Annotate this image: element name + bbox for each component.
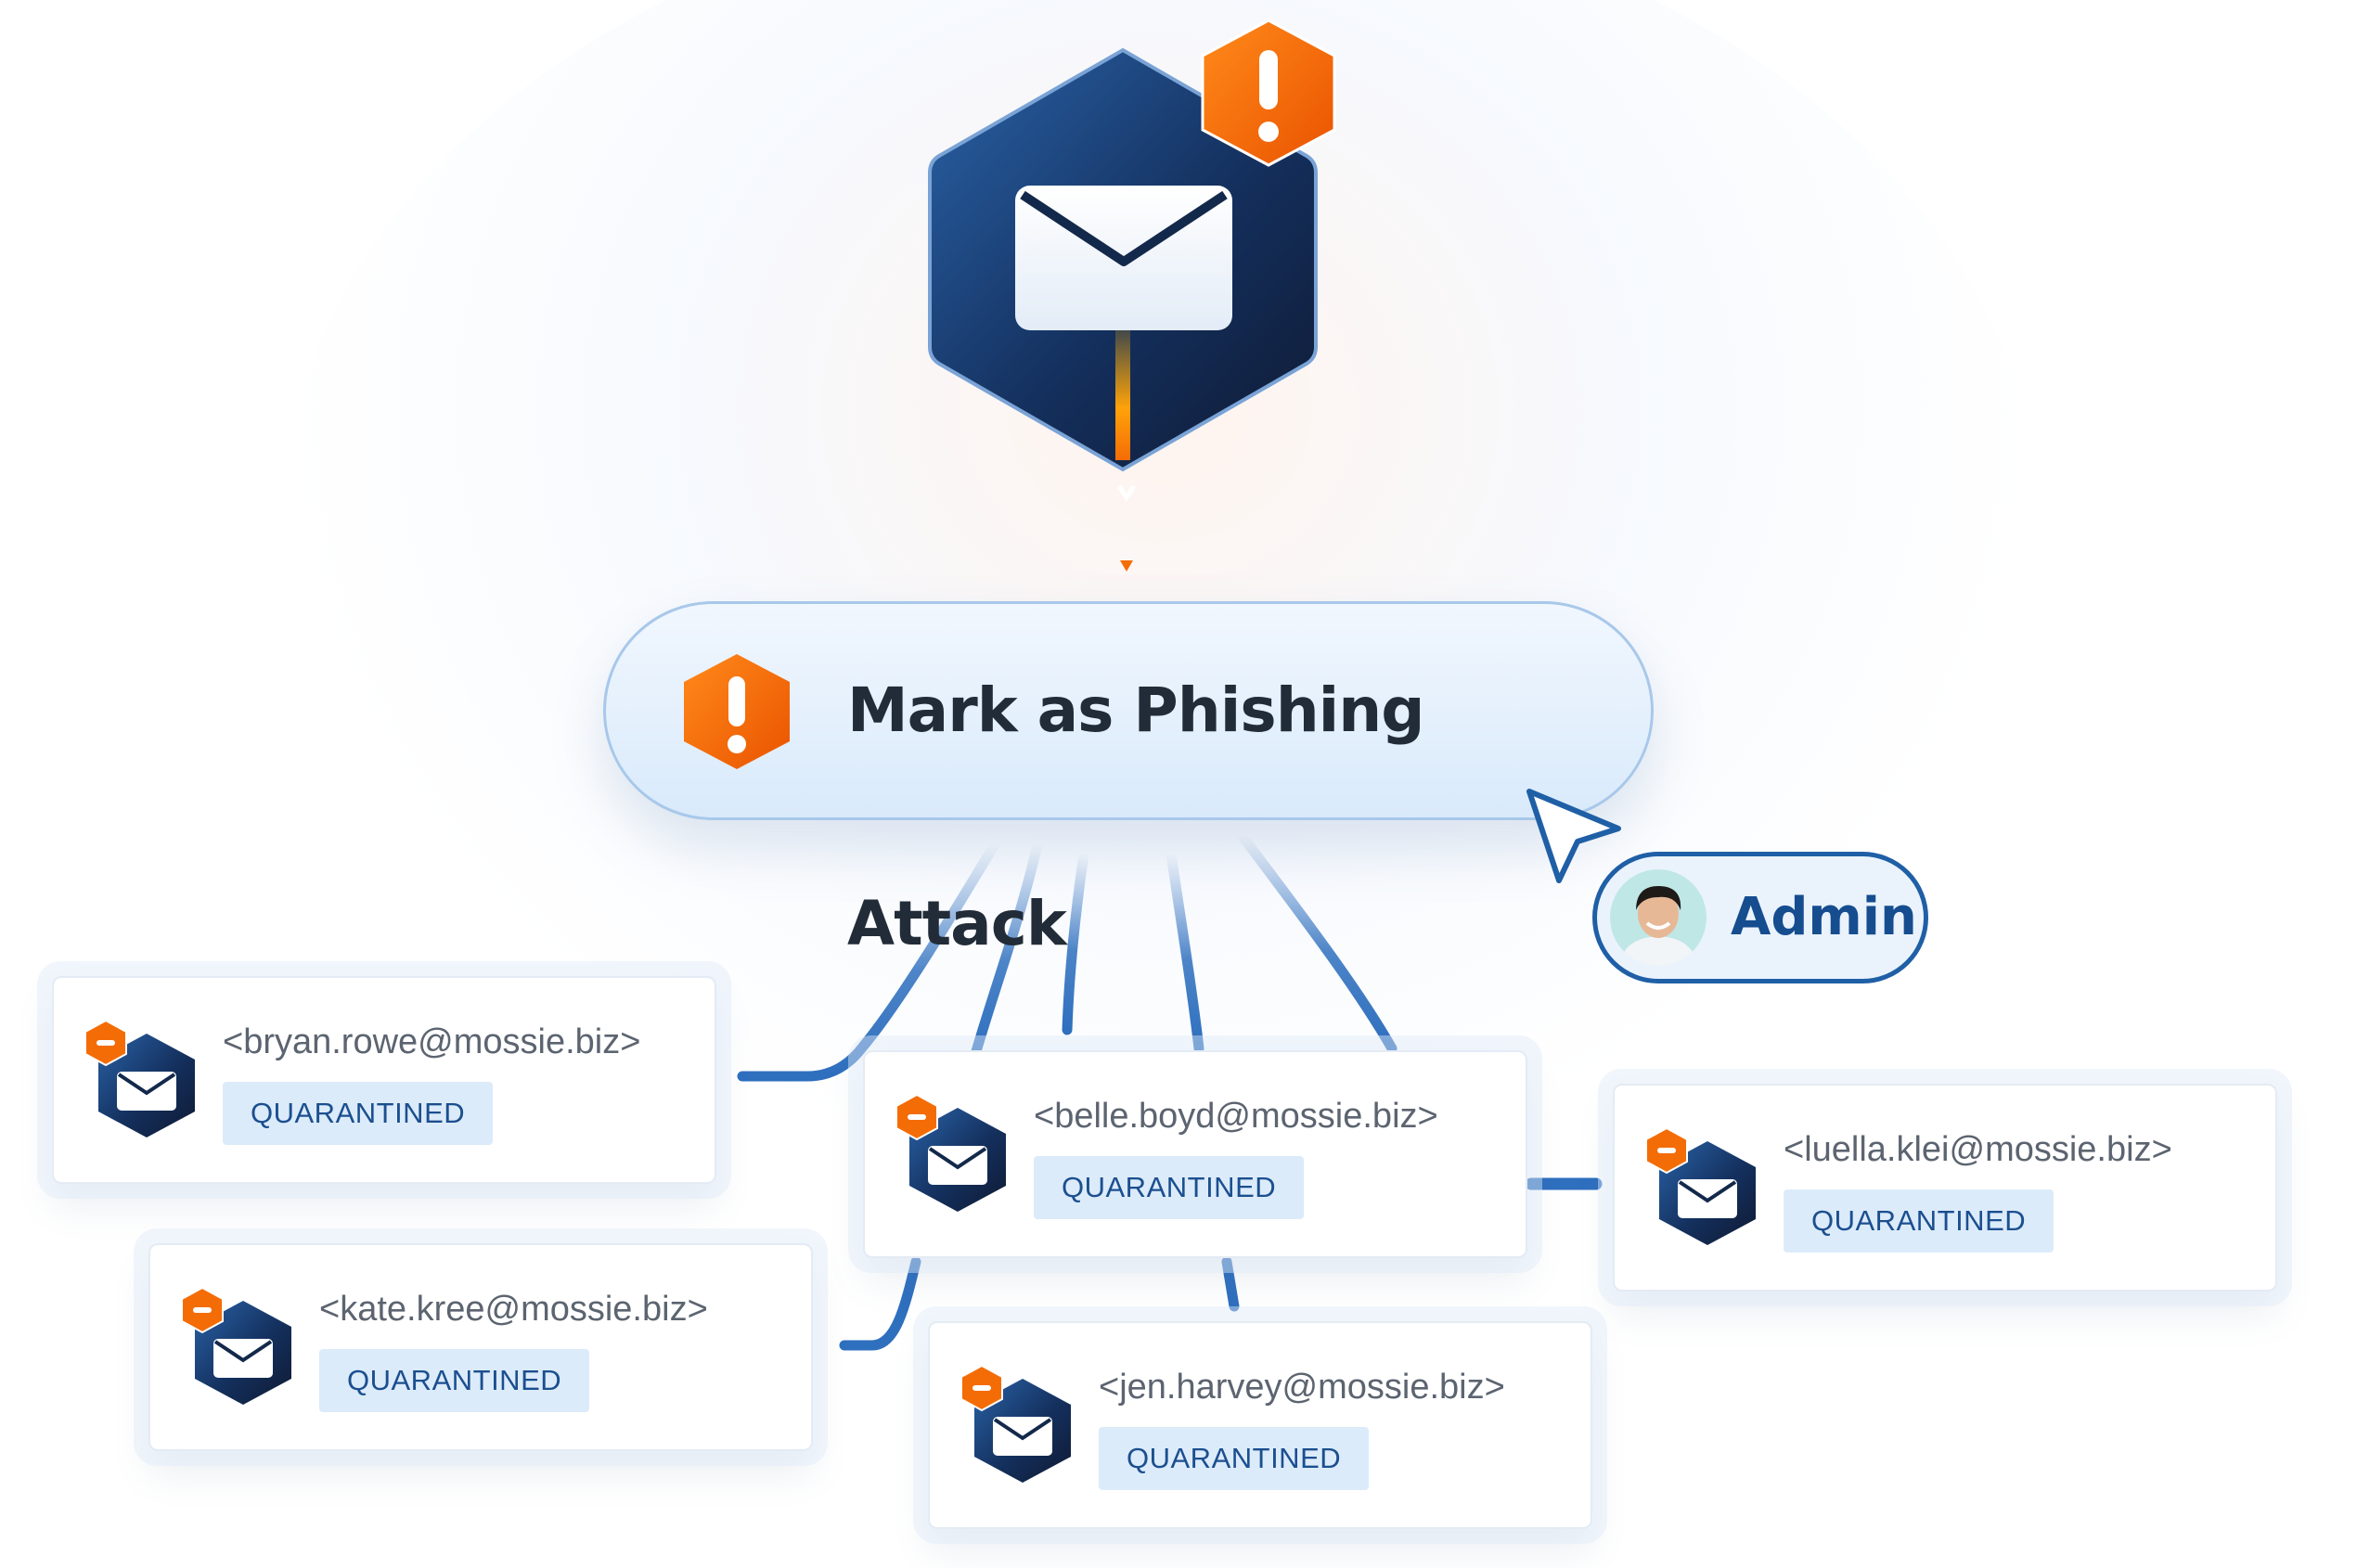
link-belle-kate (839, 1256, 921, 1351)
link-belle-jen (1221, 1256, 1240, 1312)
fan-line-3 (1062, 848, 1089, 1035)
envelope-hex-icon (928, 47, 1318, 472)
minus-badge-icon (895, 1095, 938, 1141)
envelope-icon (84, 1021, 195, 1137)
email-address: <luella.klei@mossie.biz> (1784, 1130, 2172, 1169)
status-badge: QUARANTINED (1099, 1427, 1370, 1490)
email-card[interactable]: <luella.klei@mossie.biz> QUARANTINED (1613, 1084, 2277, 1292)
minus-badge-icon (960, 1366, 1003, 1412)
admin-chip[interactable]: Admin (1592, 852, 1928, 983)
status-badge: QUARANTINED (319, 1349, 590, 1412)
alert-icon (1201, 19, 1336, 167)
email-card[interactable]: <belle.boyd@mossie.biz> QUARANTINED (863, 1050, 1527, 1258)
envelope-icon (895, 1095, 1006, 1212)
envelope-icon (960, 1366, 1071, 1483)
envelope-icon (181, 1288, 291, 1405)
admin-label: Admin (1731, 887, 1917, 947)
fan-line-5 (1236, 829, 1398, 1054)
envelope-icon (1015, 186, 1232, 330)
avatar (1610, 869, 1707, 966)
minus-badge-icon (1645, 1128, 1688, 1175)
email-address: <kate.kree@mossie.biz> (319, 1290, 708, 1329)
email-address: <belle.boyd@mossie.biz> (1034, 1097, 1438, 1136)
mark-phishing-button[interactable]: Mark as Phishing Attack (603, 601, 1654, 959)
alert-icon (684, 654, 790, 769)
action-label: Mark as Phishing Attack (847, 675, 1425, 959)
status-badge: QUARANTINED (223, 1082, 494, 1145)
fan-line-4 (1166, 848, 1204, 1054)
fan-line-1 (737, 839, 1000, 1082)
email-card[interactable]: <bryan.rowe@mossie.biz> QUARANTINED (52, 976, 716, 1184)
minus-badge-icon (84, 1021, 127, 1067)
envelope-icon (1645, 1128, 1756, 1245)
email-card[interactable]: <kate.kree@mossie.biz> QUARANTINED (148, 1243, 813, 1451)
stem-notch (1116, 484, 1137, 502)
status-badge: QUARANTINED (1784, 1189, 2054, 1253)
minus-badge-icon (181, 1288, 224, 1334)
email-card[interactable]: <jen.harvey@mossie.biz> QUARANTINED (928, 1321, 1592, 1529)
email-address: <jen.harvey@mossie.biz> (1099, 1368, 1505, 1407)
cursor-icon (1526, 789, 1621, 883)
status-badge: QUARANTINED (1034, 1156, 1305, 1219)
fan-line-2 (969, 839, 1043, 1063)
email-address: <bryan.rowe@mossie.biz> (223, 1022, 641, 1061)
user-avatar-icon (1610, 869, 1707, 966)
